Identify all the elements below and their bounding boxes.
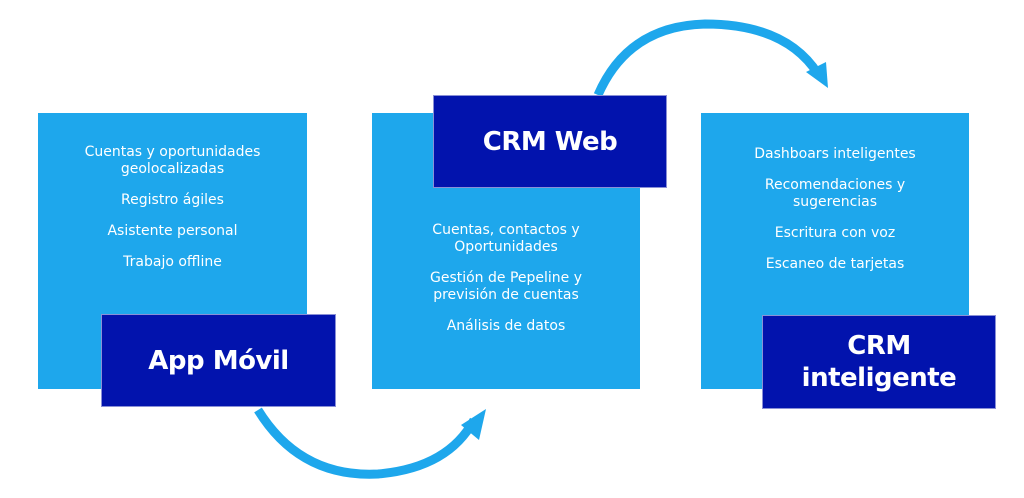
feature-item: Gestión de Pepeline y previsión de cuent… [429,270,583,303]
feature-item: Recomendaciones y sugerencias [764,177,906,210]
arrow-head-icon [461,409,486,440]
feature-item: Cuentas y oportunidades geolocalizadas [84,144,261,177]
feature-list: Cuentas, contactos y Oportunidades Gesti… [372,222,640,349]
feature-list: Dashboars inteligentes Recomendaciones y… [701,146,969,287]
feature-item: Dashboars inteligentes [754,146,916,162]
feature-item: Asistente personal [107,223,238,239]
feature-item: Escaneo de tarjetas [765,256,905,272]
feature-item: Cuentas, contactos y Oportunidades [432,222,580,255]
feature-item: Registro ágiles [121,192,224,208]
feature-item: Trabajo offline [123,254,222,270]
arrow-head-icon [806,62,828,88]
feature-item: Escritura con voz [774,225,896,241]
stage-title-app-movil: App Móvil [101,314,336,407]
stage-title-crm-inteligente: CRM inteligente [762,315,996,409]
feature-list: Cuentas y oportunidades geolocalizadas R… [38,144,307,285]
stage-title-crm-web: CRM Web [433,95,667,188]
curved-arrow-icon [593,19,822,97]
feature-item: Análisis de datos [446,318,566,334]
curved-arrow-icon [254,407,478,479]
